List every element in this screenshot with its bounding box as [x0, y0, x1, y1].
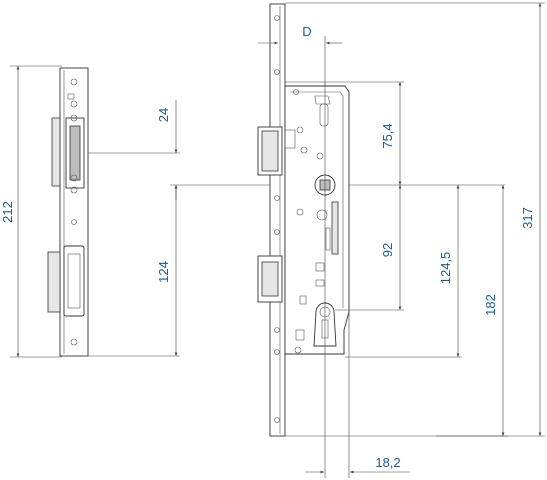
- strike-plate: [47, 67, 89, 357]
- label-212: 212: [0, 201, 15, 223]
- label-d: D: [302, 24, 311, 39]
- label-75-4: 75,4: [380, 123, 395, 148]
- label-317: 317: [520, 207, 535, 229]
- dimension-124: 124: [88, 185, 180, 357]
- dimension-317: 317: [285, 2, 545, 437]
- label-182: 182: [483, 294, 498, 316]
- label-92: 92: [380, 243, 395, 257]
- dimension-92: 92: [335, 185, 404, 311]
- label-18-2: 18,2: [375, 455, 400, 470]
- label-124-5: 124,5: [438, 252, 453, 285]
- dimension-124-5: 124,5: [345, 185, 462, 358]
- dimension-d: D: [258, 24, 342, 86]
- dimension-18-2: 18,2: [305, 312, 410, 478]
- label-24: 24: [156, 108, 171, 122]
- dimension-212: 212: [0, 65, 62, 358]
- lock-body: [257, 3, 350, 437]
- dimension-24: 24: [88, 100, 180, 200]
- dimension-75-4: 75,4: [285, 81, 404, 185]
- label-124: 124: [156, 261, 171, 283]
